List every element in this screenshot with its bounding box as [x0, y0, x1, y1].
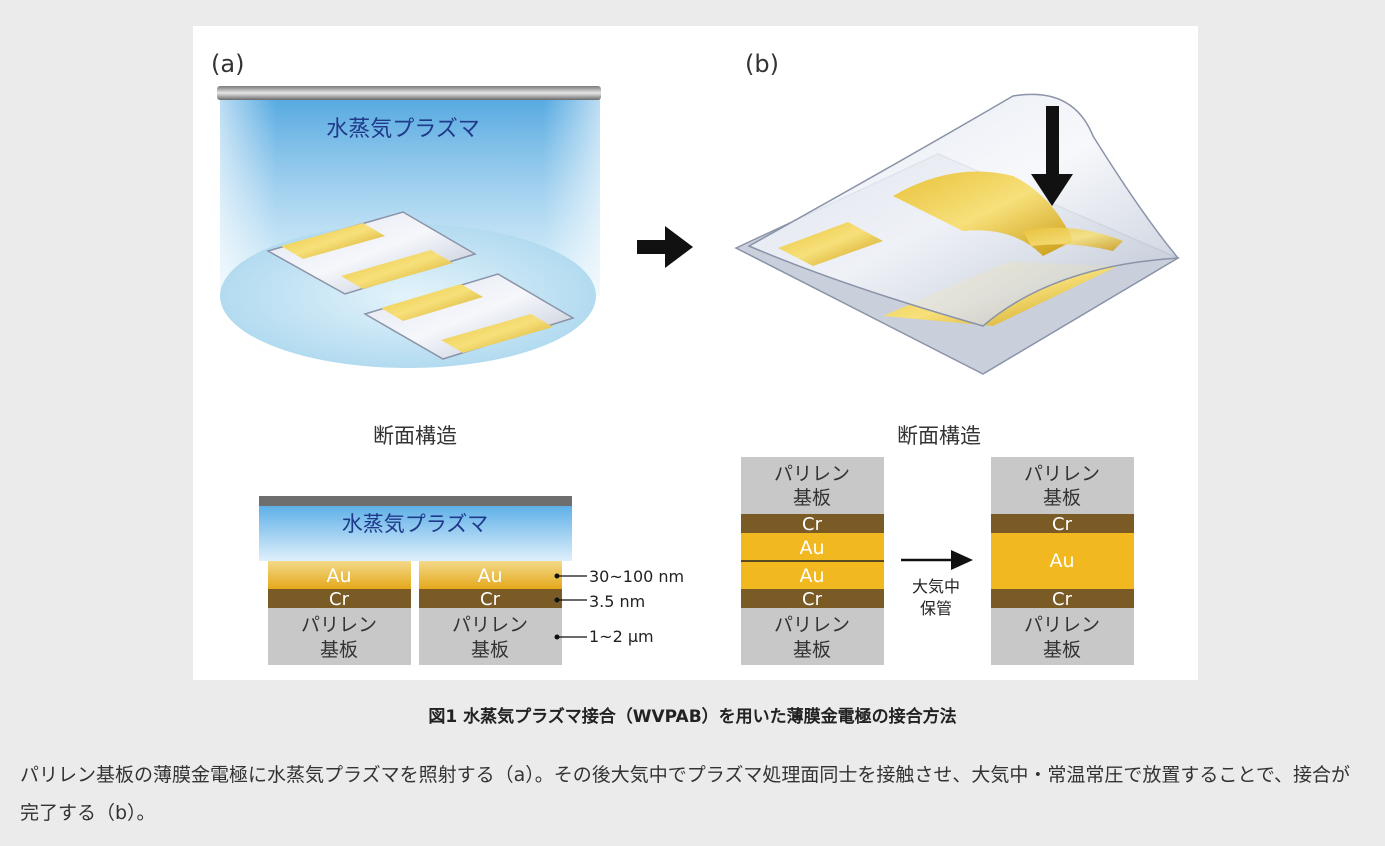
dim-cr-label: 3.5 nm: [589, 592, 645, 611]
layer-substrate: [419, 608, 562, 665]
sample-film-1: [266, 211, 477, 295]
gold-electrode: [441, 314, 553, 353]
layer-cr-label: Cr: [802, 514, 823, 535]
storage-arrow: 大気中 保管: [901, 550, 973, 618]
electrode-bar: [259, 496, 572, 506]
layer-substrate: [991, 457, 1134, 514]
dimension-callouts: 30~100 nm 3.5 nm 1~2 μm: [554, 567, 684, 646]
substrate-label-line1: パリレン: [774, 463, 850, 485]
layer-cr: [741, 514, 884, 533]
layer-cr-label: Cr: [1052, 589, 1073, 610]
layer-cr: [419, 589, 562, 608]
storage-label-line2: 保管: [920, 599, 952, 618]
figure-caption: 図1 水蒸気プラズマ接合（WVPAB）を用いた薄膜金電極の接合方法: [428, 707, 957, 727]
layer-cr: [741, 589, 884, 608]
layer-substrate: [991, 608, 1134, 665]
layer-au-label: Au: [326, 565, 351, 587]
bonded-films: [734, 93, 1180, 375]
substrate-label-line2: 基板: [1043, 487, 1081, 509]
cross-section-plasma-label: 水蒸気プラズマ: [342, 512, 489, 536]
dim-substrate-label: 1~2 μm: [589, 627, 654, 646]
plasma-electrode: [217, 86, 601, 100]
layer-substrate: [268, 608, 411, 665]
layer-cr-label: Cr: [802, 589, 823, 610]
cross-section-b-before: パリレン 基板 Cr Au Au Cr パリレン 基板: [741, 457, 884, 665]
layer-au: [268, 561, 411, 589]
dim-au-label: 30~100 nm: [589, 567, 684, 586]
layer-au: [419, 561, 562, 589]
substrate-label-line1: パリレン: [1024, 614, 1100, 636]
gold-electrode: [341, 250, 453, 289]
figure-panel: (a) 水蒸気プラズマ (b) 断面構造: [193, 26, 1198, 680]
gold-electrode: [1023, 227, 1123, 251]
layer-au: [741, 533, 884, 561]
panel-b-label: (b): [745, 50, 779, 78]
substrate-label-line2: 基板: [793, 639, 831, 661]
gold-electrode: [281, 223, 385, 259]
layer-au-label: Au: [1049, 550, 1074, 572]
layer-substrate: [741, 608, 884, 665]
panel-a-label: (a): [211, 50, 244, 78]
figure-description: パリレン基板の薄膜金電極に水蒸気プラズマを照射する（a）。その後大気中でプラズマ…: [20, 764, 1351, 824]
section-title-a: 断面構造: [373, 424, 457, 448]
substrate-label-line2: 基板: [320, 639, 358, 661]
substrate-label-line2: 基板: [793, 487, 831, 509]
plasma-label: 水蒸気プラズマ: [326, 117, 480, 142]
layer-cr: [991, 514, 1134, 533]
section-title-b: 断面構造: [897, 424, 981, 448]
layer-au-label: Au: [799, 565, 824, 587]
gold-electrode: [381, 284, 483, 321]
layer-cr: [991, 589, 1134, 608]
substrate-label-line1: パリレン: [301, 614, 377, 636]
layer-cr-label: Cr: [329, 589, 350, 610]
layer-au: [741, 562, 884, 589]
press-down-arrow: [1031, 106, 1073, 206]
substrate-label-line1: パリレン: [1024, 463, 1100, 485]
substrate-label-line2: 基板: [471, 639, 509, 661]
substrate-label-line1: パリレン: [774, 614, 850, 636]
gold-electrode: [778, 222, 883, 266]
substrate-label-line1: パリレン: [452, 614, 528, 636]
plasma-layer: [259, 506, 572, 561]
cross-section-b-after: パリレン 基板 Cr Au Cr パリレン 基板: [991, 457, 1134, 665]
process-arrow: [637, 226, 693, 268]
layer-au: [991, 533, 1134, 589]
storage-label-line1: 大気中: [912, 577, 960, 596]
sample-film-2: [363, 273, 575, 360]
layer-au-label: Au: [477, 565, 502, 587]
cross-section-a: 水蒸気プラズマ Au Cr パリレン 基板 Au Cr パリレン 基板 30~1…: [259, 496, 684, 665]
layer-cr-label: Cr: [480, 589, 501, 610]
layer-au-label: Au: [799, 537, 824, 559]
layer-substrate: [741, 457, 884, 514]
substrate-label-line2: 基板: [1043, 639, 1081, 661]
layer-cr-label: Cr: [1052, 514, 1073, 535]
layer-cr: [268, 589, 411, 608]
